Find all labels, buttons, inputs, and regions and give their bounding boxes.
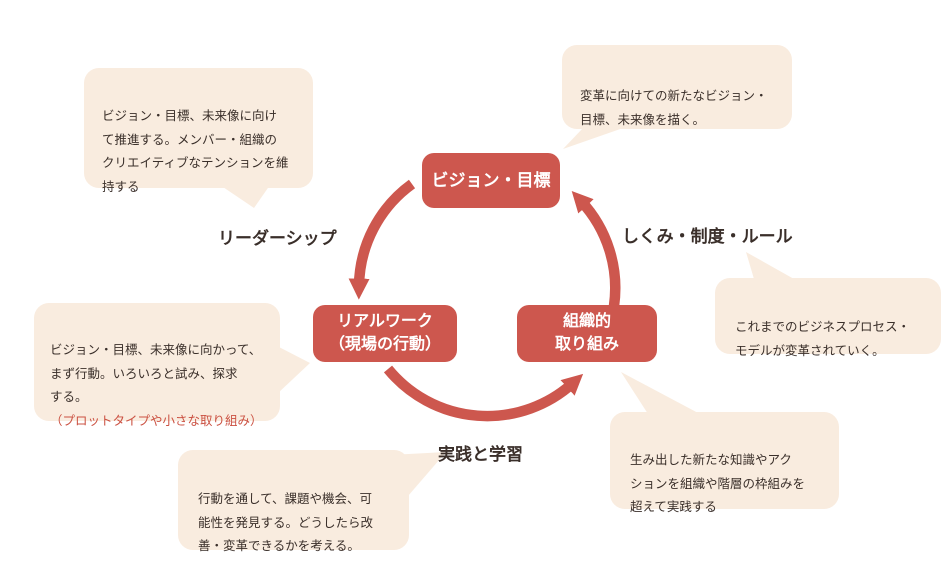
arrow-vision-to-realwork bbox=[348, 179, 416, 300]
edge-label-practice-learning: 実践と学習 bbox=[438, 445, 523, 464]
callout-text: 行動を通して、課題や機会、可 能性を発見する。どうしたら改 善・変革できるかを考… bbox=[198, 491, 374, 554]
node-real-work: リアルワーク （現場の行動） bbox=[313, 305, 457, 362]
callout-note-red: （プロットタイプや小さな取り組み） bbox=[50, 414, 263, 428]
arrow-realwork-to-organization bbox=[383, 365, 584, 422]
node-label: リアルワーク （現場の行動） bbox=[328, 313, 441, 353]
callout-organization-detail: 生み出した新たな知識やアク ションを組織や階層の枠組みを 超えて実践する bbox=[610, 412, 839, 514]
node-organizational-initiative: 組織的 取り組み bbox=[517, 305, 657, 362]
callout-systems-detail: これまでのビジネスプロセス・ モデルが変革されていく。 bbox=[715, 278, 941, 358]
callout-text: 生み出した新たな知識やアク ションを組織や階層の枠組みを 超えて実践する bbox=[630, 452, 806, 515]
callout-tail-mid-right bbox=[746, 252, 794, 279]
node-vision-goal: ビジョン・目標 bbox=[422, 153, 560, 208]
arrow-organization-to-vision bbox=[571, 190, 621, 307]
node-label: ビジョン・目標 bbox=[431, 170, 551, 190]
callout-text: 変革に向けての新たなビジョン・ 目標、未来像を描く。 bbox=[580, 88, 768, 127]
callout-tail-top-right bbox=[563, 127, 626, 149]
callout-realwork-detail: ビジョン・目標、未来像に向かって、 まず行動。いろいろと試み、探求 する。 （プ… bbox=[34, 303, 280, 428]
callout-tail-bottom-right bbox=[621, 372, 700, 414]
callout-text: これまでのビジネスプロセス・ モデルが変革されていく。 bbox=[735, 319, 911, 358]
edge-label-systems-rules: しくみ・制度・ルール bbox=[622, 227, 793, 246]
callout-tail-mid-left bbox=[277, 346, 310, 394]
node-label: 組織的 取り組み bbox=[554, 313, 619, 353]
callout-text: ビジョン・目標、未来像に向け て推進する。メンバー・組織の クリエイティブなテン… bbox=[102, 108, 289, 194]
callout-text: ビジョン・目標、未来像に向かって、 まず行動。いろいろと試み、探求 する。 bbox=[50, 342, 262, 405]
edge-label-leadership: リーダーシップ bbox=[218, 229, 337, 248]
callout-tail-top-left bbox=[220, 185, 270, 208]
callout-leadership-detail: ビジョン・目標、未来像に向け て推進する。メンバー・組織の クリエイティブなテン… bbox=[84, 68, 313, 194]
callout-practice-detail: 行動を通して、課題や機会、可 能性を発見する。どうしたら改 善・変革できるかを考… bbox=[178, 450, 409, 553]
callout-vision-detail: 変革に向けての新たなビジョン・ 目標、未来像を描く。 bbox=[562, 45, 792, 129]
